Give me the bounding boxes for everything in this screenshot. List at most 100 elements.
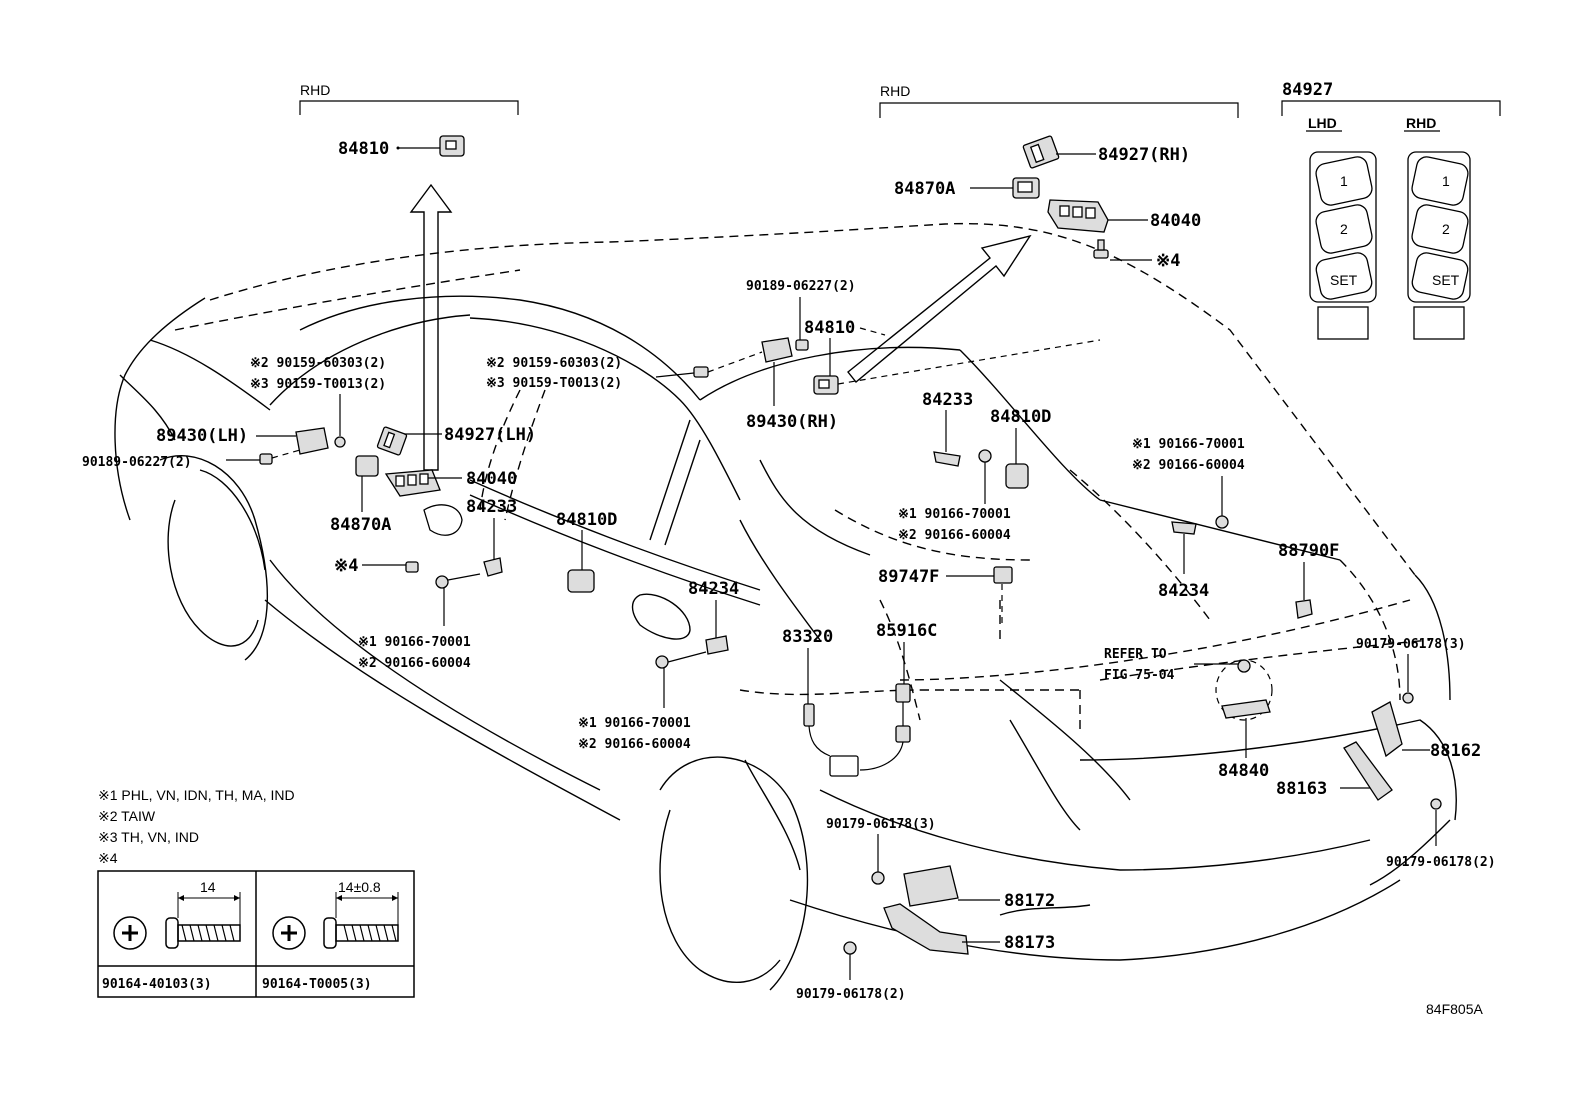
callout-84234-mid: 84234 [688, 579, 739, 599]
switch-84810d-left [567, 569, 595, 593]
group-84234-right: ※1 90166-70001 ※2 90166-60004 84234 [1132, 437, 1245, 601]
callout-note4-top: ※4 [1156, 251, 1180, 271]
callout-84927-lh: 84927(LH) [444, 425, 536, 445]
group-84233-84810d: 84233 84810D ※1 90166-70001 ※2 90166-600… [898, 390, 1051, 543]
note-4: ※4 [98, 850, 118, 866]
group-89430-lh: ※2 90159-60303(2) ※3 90159-T0013(2) 8943… [82, 356, 386, 470]
diagonal-arrow-icon [847, 234, 1032, 383]
group-84234-mid: 84234 ※1 90166-70001 ※2 90166-60004 [578, 579, 739, 752]
callout-84810-mid: 84810 [804, 318, 855, 338]
callout-89430-rh: 89430(RH) [746, 412, 838, 432]
callout-88162: 88162 [1430, 741, 1481, 761]
screw-left-drawing [113, 892, 241, 950]
vehicle-body-outline [114, 222, 1457, 991]
callout-90179-2-low: 90179-06178(2) [796, 987, 906, 1002]
window-switch-84927-lh [376, 426, 408, 456]
rhd-inset-left: RHD 84810 [299, 82, 519, 471]
callout-note1-90166-mid: ※1 90166-70001 [898, 507, 1011, 522]
rhd-memory-2: 2 [1442, 221, 1450, 237]
group-88172-88173: 90179-06178(3) 88172 88173 90179-06178(2… [796, 817, 1055, 1002]
callout-note2-90166-left: ※2 90166-60004 [358, 656, 471, 671]
switch-panel-lhd: LHD [1308, 115, 1337, 131]
callout-88790f: 88790F [1278, 541, 1339, 561]
rhd-memory-1: 1 [1442, 173, 1450, 189]
callout-90179-3-low: 90179-06178(3) [826, 817, 936, 832]
lhd-memory-set: SET [1330, 272, 1358, 288]
callout-89430-lh: 89430(LH) [156, 426, 248, 446]
sensor-89430-rh [761, 337, 793, 363]
seat-memory-switch-rhd: 1 2 SET [1407, 151, 1471, 340]
screw-right-drawing [272, 892, 399, 950]
callout-84810d-left: 84810D [556, 510, 617, 530]
callout-90189-top: 90189-06227(2) [746, 279, 856, 294]
callout-note4-left: ※4 [334, 556, 358, 576]
group-left-switches: 84927(LH) 84040 84870A 84233 84810D ※4 [330, 425, 617, 671]
callout-note2-90166-low: ※2 90166-60004 [578, 737, 691, 752]
screw-right-dim: 14±0.8 [338, 879, 381, 895]
up-arrow-icon [409, 183, 453, 471]
refer-to-label: REFER TO [1104, 647, 1167, 662]
callout-84040-top: 84040 [1150, 211, 1201, 231]
callout-88172: 88172 [1004, 891, 1055, 911]
bracket-88173 [883, 903, 969, 955]
callout-90179-2-right: 90179-06178(2) [1386, 855, 1496, 870]
screw-icon-top [1093, 239, 1109, 259]
screw-left-part: 90164-40103(3) [102, 977, 212, 992]
callout-84810-top: 84810 [338, 139, 389, 159]
callout-note2-90159-left: ※2 90159-60303(2) [250, 356, 386, 371]
callout-90179-3-right: 90179-06178(3) [1356, 637, 1466, 652]
sensor-89430-lh [295, 427, 329, 455]
notes-legend: ※1 PHL, VN, IDN, TH, MA, IND ※2 TAIW ※3 … [98, 787, 295, 866]
callout-84234-right: 84234 [1158, 581, 1209, 601]
callout-84233-mid: 84233 [922, 390, 973, 410]
rhd-memory-set: SET [1432, 272, 1460, 288]
callout-84840: 84840 [1218, 761, 1269, 781]
callout-88173: 88173 [1004, 933, 1055, 953]
switch-bezel-84870a-left [355, 455, 379, 477]
trunk-switch-84840 [1221, 699, 1271, 719]
switch-panel-inset: 84927 LHD RHD 1 2 SET 1 2 SET [1281, 80, 1501, 340]
callout-89747f: 89747F [878, 567, 939, 587]
callout-84870a-top: 84870A [894, 179, 955, 199]
callout-note2-90166-right: ※2 90166-60004 [1132, 458, 1245, 473]
callout-84870a-left: 84870A [330, 515, 391, 535]
callout-note3-90159-left: ※3 90159-T0013(2) [250, 377, 386, 392]
callout-note3-90159-right: ※3 90159-T0013(2) [486, 376, 622, 391]
callout-note1-90166-left: ※1 90166-70001 [358, 635, 471, 650]
callout-83320: 83320 [782, 627, 833, 647]
figure-id: 84F805A [1426, 1001, 1483, 1017]
mirror-switch-84810-top [439, 135, 465, 157]
screw-right-part: 90164-T0005(3) [262, 977, 372, 992]
callout-note1-90166-low: ※1 90166-70001 [578, 716, 691, 731]
rhd-label-right: RHD [880, 83, 910, 99]
sensor-88172 [903, 865, 959, 907]
seat-memory-switch-lhd: 1 2 SET [1309, 151, 1377, 340]
refer-to-fig: FIG 75-04 [1104, 668, 1175, 683]
callout-note1-90166-right: ※1 90166-70001 [1132, 437, 1245, 452]
group-88162-88163: 90179-06178(3) 88162 88163 90179-06178(2… [1276, 637, 1496, 870]
rhd-inset-right: RHD 84927(RH) 84870A 84040 ※4 [847, 83, 1239, 383]
lhd-memory-2: 2 [1340, 221, 1348, 237]
master-switch-84040-top [1047, 199, 1109, 233]
switch-84810d-right [1005, 463, 1029, 489]
callout-note2-90166-mid: ※2 90166-60004 [898, 528, 1011, 543]
screw-icon-left [405, 561, 419, 573]
callout-85916c: 85916C [876, 621, 937, 641]
note-3: ※3 TH, VN, IND [98, 829, 199, 845]
group-89430-rh: 90189-06227(2) 84810 89430(RH) ※2 90159-… [486, 279, 1101, 432]
group-89747f-85916c: 89747F 85916C [829, 566, 1013, 777]
callout-90189-left: 90189-06227(2) [82, 455, 192, 470]
callout-note2-90159-right: ※2 90159-60303(2) [486, 356, 622, 371]
switch-panel-part: 84927 [1282, 80, 1333, 100]
callout-88163: 88163 [1276, 779, 1327, 799]
switch-bezel-84870a-top [1012, 177, 1040, 199]
lhd-memory-1: 1 [1340, 173, 1348, 189]
group-84840: REFER TO FIG 75-04 84840 [1104, 647, 1273, 781]
callout-84233-left: 84233 [466, 497, 517, 517]
window-switch-84927-rh [1022, 135, 1060, 169]
callout-84040-left: 84040 [466, 469, 517, 489]
screw-table: 14 90164-40103(3) 14±0.8 90164-T0005(3) [97, 870, 415, 998]
note-2: ※2 TAIW [98, 808, 156, 824]
callout-84927-rh: 84927(RH) [1098, 145, 1190, 165]
